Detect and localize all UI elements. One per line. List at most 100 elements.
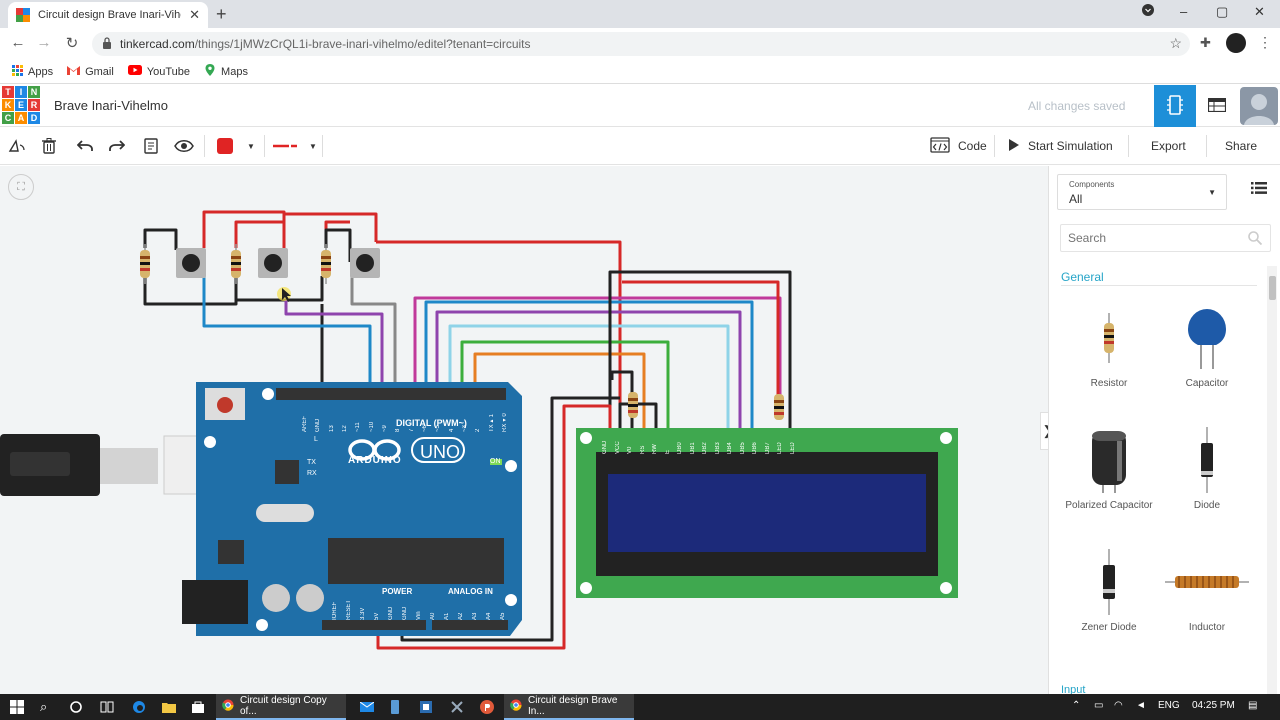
color-dropdown-icon[interactable]: ▼ <box>247 141 255 151</box>
url-field[interactable]: tinkercad.com/things/1jMWzCrQL1i-brave-i… <box>92 32 1190 56</box>
profile-menu-icon[interactable] <box>1142 4 1154 19</box>
back-icon[interactable]: ← <box>10 34 26 51</box>
notifications-icon[interactable]: ▤ <box>1248 700 1258 711</box>
edge-icon[interactable] <box>126 694 152 720</box>
component-search-input[interactable] <box>1068 231 1238 245</box>
pushbutton-3[interactable] <box>350 248 380 278</box>
browser-menu-icon[interactable]: ⋮ <box>1258 34 1272 50</box>
new-tab-icon[interactable]: + <box>216 4 227 24</box>
delete-icon[interactable] <box>38 135 60 157</box>
resistor-2[interactable] <box>231 244 241 284</box>
bookmark-youtube[interactable]: YouTube <box>127 65 190 78</box>
bookmark-maps[interactable]: Maps <box>204 64 248 79</box>
fit-view-icon[interactable]: ⛶ <box>8 174 34 200</box>
component-diode[interactable]: Diode <box>1159 420 1255 511</box>
lcd-pin-label: GND <box>602 440 608 454</box>
component-capacitor[interactable]: Capacitor <box>1159 298 1255 389</box>
start-simulation-button[interactable]: Start Simulation <box>998 127 1123 165</box>
component-resistor[interactable]: Resistor <box>1061 298 1157 389</box>
component-inductor[interactable]: Inductor <box>1159 542 1255 633</box>
diode-icon <box>1159 420 1255 500</box>
category-input[interactable]: Input <box>1061 684 1086 696</box>
components-filter-select[interactable]: Components All ▼ <box>1057 174 1227 210</box>
code-label: Code <box>958 139 987 153</box>
components-filter-label: Components <box>1069 180 1115 189</box>
wire-style-dropdown-icon[interactable]: ▼ <box>309 141 317 151</box>
app-icon[interactable] <box>414 694 438 720</box>
resistor-1[interactable] <box>140 244 150 284</box>
extensions-icon[interactable]: ✚ <box>1200 35 1211 50</box>
maximize-icon[interactable]: ▢ <box>1216 4 1229 19</box>
rotate-icon[interactable] <box>6 135 28 157</box>
inductor-icon <box>1159 542 1255 622</box>
arduino-digital-pin-label: ~10 <box>368 421 375 432</box>
store-icon[interactable] <box>186 694 210 720</box>
schematic-view-button[interactable] <box>1198 85 1236 127</box>
windows-start-icon[interactable] <box>4 694 30 720</box>
circuit-canvas[interactable]: ⛶ <box>0 166 1048 694</box>
lcd-resistor-1[interactable] <box>628 392 638 418</box>
tinkercad-logo[interactable]: T I N K E R C A D <box>2 86 40 124</box>
reload-icon[interactable]: ↻ <box>65 35 79 52</box>
forward-icon[interactable]: → <box>36 34 52 51</box>
component-search[interactable] <box>1060 224 1271 252</box>
chrome-icon <box>510 699 522 714</box>
panel-scrollbar[interactable] <box>1267 266 1277 694</box>
mail-icon[interactable] <box>354 694 380 720</box>
mouse-cursor-icon <box>277 287 291 302</box>
cortana-icon[interactable] <box>64 694 88 720</box>
export-button[interactable]: Export <box>1151 139 1186 153</box>
wifi-icon[interactable]: ◠ <box>1114 700 1123 711</box>
arduino-uno-board[interactable] <box>182 382 522 636</box>
snipping-icon[interactable] <box>444 694 470 720</box>
taskbar-chrome-window-1[interactable]: Circuit design Copy of... <box>216 694 346 720</box>
wires[interactable] <box>143 210 792 650</box>
arduino-digital-pin-label: 2 <box>475 428 482 432</box>
code-button[interactable]: Code <box>920 127 997 165</box>
arduino-power-pin-label: RESET <box>346 599 352 620</box>
lcd-resistor-2[interactable] <box>774 394 784 420</box>
phone-icon[interactable] <box>384 694 406 720</box>
browser-tab[interactable]: Circuit design Brave Inari-Vihelmo ✕ <box>8 2 208 28</box>
clock[interactable]: 04:25 PM <box>1192 700 1235 711</box>
lcd-pin-label: DB7 <box>764 442 771 454</box>
bookmark-star-icon[interactable]: ☆ <box>1169 35 1182 51</box>
resistor-3[interactable] <box>321 244 331 284</box>
account-avatar-icon[interactable] <box>1226 33 1246 53</box>
language-indicator[interactable]: ENG <box>1158 700 1180 711</box>
bookmark-gmail[interactable]: Gmail <box>67 65 114 78</box>
wire-style-icon[interactable] <box>272 135 298 157</box>
tray-expand-icon[interactable]: ⌃ <box>1072 700 1081 711</box>
panel-scrollbar-thumb[interactable] <box>1269 276 1276 300</box>
search-icon[interactable]: ⌕ <box>40 699 48 714</box>
toolbar-divider <box>322 135 323 157</box>
component-polarized-capacitor[interactable]: Polarized Capacitor <box>1061 420 1157 511</box>
taskbar-chrome-window-2[interactable]: Circuit design Brave In... <box>504 694 634 720</box>
undo-icon[interactable] <box>74 135 96 157</box>
bookmark-apps[interactable]: Apps <box>12 64 53 79</box>
file-explorer-icon[interactable] <box>156 694 182 720</box>
arduino-brand: ARDUINO <box>348 455 402 466</box>
lcd-16x2[interactable] <box>576 428 958 598</box>
circuit-view-button[interactable] <box>1154 85 1196 127</box>
project-title[interactable]: Brave Inari-Vihelmo <box>54 98 168 113</box>
user-avatar[interactable] <box>1240 87 1278 125</box>
list-view-icon[interactable] <box>1251 182 1267 197</box>
minimize-icon[interactable]: – <box>1180 4 1188 19</box>
component-zener-diode[interactable]: Zener Diode <box>1061 542 1157 633</box>
wire-color-swatch[interactable] <box>214 135 236 157</box>
volume-icon[interactable]: ◄ <box>1136 700 1146 711</box>
pushbutton-2[interactable] <box>258 248 288 278</box>
notes-icon[interactable] <box>140 135 162 157</box>
redo-icon[interactable] <box>106 135 128 157</box>
share-button[interactable]: Share <box>1225 139 1258 153</box>
visibility-eye-icon[interactable] <box>173 135 195 157</box>
p-app-icon[interactable] <box>474 694 500 720</box>
pushbutton-1[interactable] <box>176 248 206 278</box>
tab-close-icon[interactable]: ✕ <box>189 7 200 22</box>
task-view-icon[interactable] <box>94 694 120 720</box>
network-icon[interactable]: ▭ <box>1094 700 1104 711</box>
lcd-pin-label: E <box>664 449 671 454</box>
category-general[interactable]: General <box>1061 270 1104 284</box>
window-close-icon[interactable]: ✕ <box>1254 4 1265 19</box>
